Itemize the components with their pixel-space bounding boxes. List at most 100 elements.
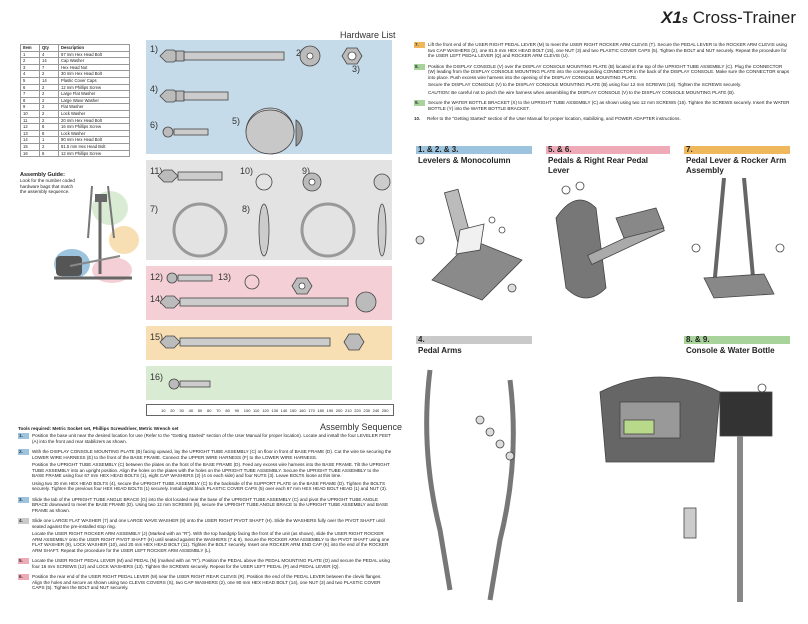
parts-cell-item: 2	[20, 57, 40, 65]
parts-cell-description: 30 mm Hex Head Bolt	[58, 70, 130, 78]
parts-cell-qty: 8	[39, 129, 59, 138]
step-6: 6.Position the rear end of the USER RIGH…	[18, 574, 392, 593]
parts-cell-description: Hex Head Nut	[58, 63, 130, 72]
parts-cell-description: 12 mm Phillips Screw	[58, 149, 130, 158]
ruler-tick-label: 110	[253, 408, 260, 413]
section-bar-levelers	[416, 146, 532, 154]
parts-cell-qty: 14	[39, 76, 59, 85]
section-bar-pedal-lever	[684, 146, 790, 154]
parts-cell-item: 10	[20, 109, 40, 118]
parts-cell-description: Large Flat Washer	[58, 90, 130, 98]
section-bar-console	[684, 336, 790, 344]
parts-cell-description: 20 mm Hex Head Bolt	[58, 116, 130, 125]
hardware-list-title: Hardware List	[340, 30, 396, 40]
parts-cell-item: 16	[20, 149, 40, 158]
step-3: 3.Slide the tab of the UPRIGHT TUBE ANGL…	[18, 496, 392, 516]
pedals-illustration	[555, 181, 665, 299]
parts-cell-qty: 14	[39, 57, 59, 65]
step-body: Secure the WATER BOTTLE BRACKET (X) to t…	[425, 100, 790, 113]
hardware-drawings	[157, 45, 391, 390]
console-water-bottle-illustration	[599, 376, 773, 602]
hardware-label-5: 5)	[232, 116, 241, 126]
hardware-label-8: 8)	[242, 204, 251, 214]
step-5: 5.Locate the USER RIGHT PEDAL LEVER (M) …	[18, 558, 392, 571]
ruler-tick-label: 70	[216, 408, 221, 413]
parts-cell-item: 6	[20, 83, 40, 92]
parts-cell-item: 1	[20, 50, 40, 59]
parts-cell-qty: 2	[39, 83, 59, 92]
step-paragraph: Position the rear end of the USER RIGHT …	[32, 574, 382, 590]
step-body: Slide the tab of the UPRIGHT TUBE ANGLE …	[29, 497, 392, 516]
model-suffix: s	[681, 14, 688, 26]
hardware-label-16: 16)	[150, 372, 164, 382]
section-console-number: 8. & 9.	[686, 335, 710, 344]
parts-cell-item: 14	[20, 136, 40, 144]
step-paragraph: Using two 30 mm HEX HEAD BOLTS (4), secu…	[32, 480, 388, 492]
parts-cell-description: Large Wave Washer	[58, 96, 130, 105]
step-number: 6.	[18, 574, 29, 580]
steps-list-right: 7.Lift the front end of the USER RIGHT P…	[414, 42, 790, 127]
step-paragraph: Slide the tab of the UPRIGHT TUBE ANGLE …	[32, 496, 389, 513]
step-7: 7.Lift the front end of the USER RIGHT P…	[414, 42, 790, 61]
parts-cell-description: Lock Washer	[58, 129, 130, 138]
step-2: 2.With the DISPLAY CONSOLE MOUNTING PLAT…	[18, 449, 392, 494]
parts-cell-description: Plastic Cover Caps	[58, 76, 130, 85]
step-number: 7.	[414, 42, 425, 48]
section-pedals-number: 5. & 6.	[548, 145, 572, 154]
step-body: Locate the USER RIGHT PEDAL LEVER (M) an…	[29, 558, 392, 571]
ruler-tick-label: 90	[234, 408, 240, 413]
ruler-tick-label: 80	[225, 408, 230, 413]
parts-cell-item: 8	[20, 96, 40, 105]
parts-cell-description: 12 mm Phillips Screw	[58, 83, 130, 92]
section-pedals-title: Pedals & Right Rear Pedal Lever	[548, 156, 649, 175]
hardware-label-12: 12)	[150, 272, 164, 282]
parts-cell-description: 67 mm Hex Head Bolt	[58, 50, 130, 59]
step-10: 10.Refer to the "Getting Started" sectio…	[414, 116, 790, 124]
step-body: Slide one LARGE FLAT WASHER (7) and one …	[29, 518, 392, 555]
ruler-tick-label: 230	[363, 408, 371, 413]
ruler-tick-label: 170	[308, 408, 315, 413]
section-pedal-arms-title: Pedal Arms	[418, 346, 462, 355]
section-pedal-lever-number: 7.	[686, 145, 693, 154]
ruler-tick-label: 240	[372, 408, 380, 413]
parts-cell-qty: 2	[39, 103, 59, 111]
step-body: Position the rear end of the USER RIGHT …	[29, 574, 392, 593]
step-body: Position the DISPLAY CONSOLE (V) over th…	[425, 64, 790, 98]
hardware-label-3: 3)	[352, 64, 361, 74]
ruler-tick-label: 60	[207, 408, 212, 413]
parts-table-header: Item Qty Description	[20, 44, 130, 52]
section-bar-pedals	[546, 146, 670, 154]
step-paragraph: Slide one LARGE FLAT WASHER (7) and one …	[32, 518, 385, 529]
parts-cell-description: Lock Washer	[58, 109, 130, 118]
parts-cell-item: 3	[20, 63, 40, 72]
col-description: Description	[58, 44, 130, 52]
step-paragraph: Secure the WATER BOTTLE BRACKET (X) to t…	[428, 100, 790, 111]
step-body: With the DISPLAY CONSOLE MOUNTING PLATE …	[29, 449, 392, 494]
hardware-label-13: 13)	[218, 272, 232, 282]
ruler-tick-label: 30	[179, 408, 184, 413]
parts-cell-item: 4	[20, 70, 40, 78]
section-console-title: Console & Water Bottle	[686, 346, 775, 355]
parts-cell-item: 11	[20, 116, 40, 125]
step-4: 4.Slide one LARGE FLAT WASHER (7) and on…	[18, 518, 392, 555]
product-name: Cross-Trainer	[692, 8, 796, 27]
pedal-arms-illustration	[424, 369, 516, 601]
hardware-label-15: 15)	[150, 332, 164, 342]
step-number: 4.	[18, 518, 29, 524]
step-number: 10.	[414, 116, 421, 121]
parts-cell-description: 16 mm Phillips Screw	[58, 123, 130, 131]
section-pedal-arms-number: 4.	[418, 335, 425, 344]
